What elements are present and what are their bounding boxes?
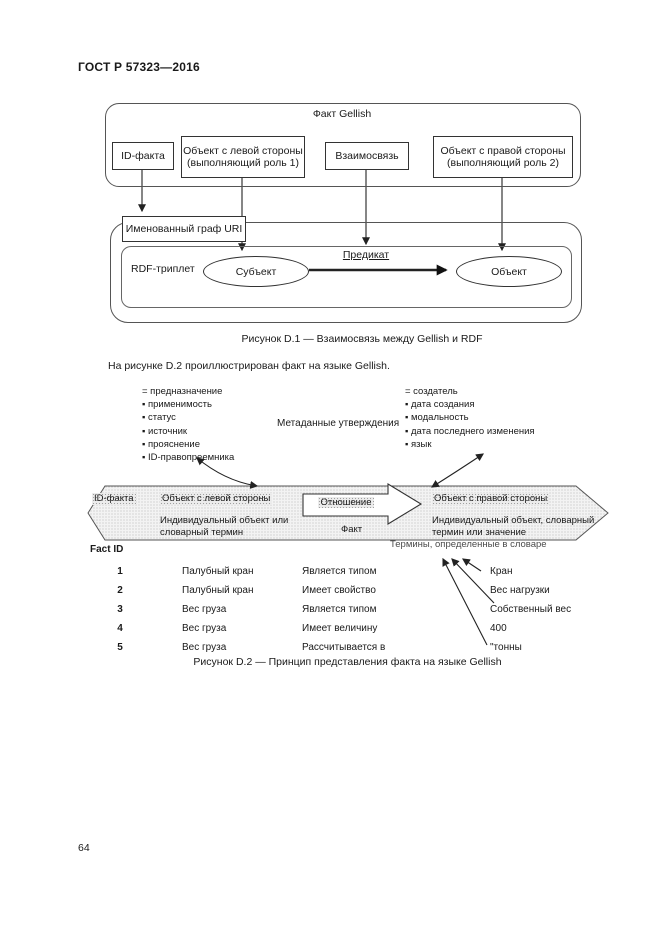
table-row: 4 Вес груза Имеет величину 400 xyxy=(0,623,661,637)
relation-label-text: Отношение xyxy=(318,497,374,508)
band-relation-label: Отношение xyxy=(306,497,386,509)
row-id: 2 xyxy=(117,585,123,596)
list-item: = предназначение xyxy=(142,386,223,397)
right-object-line2: (выполняющий роль 2) xyxy=(447,157,559,169)
row-value: Собственный вес xyxy=(490,604,572,615)
left-metadata-list: = предназначение ▪ применимость ▪ статус… xyxy=(142,385,234,464)
band-left-object-subtext: Индивидуальный объект или словарный терм… xyxy=(160,515,325,538)
named-graph-box: Именованный граф URI xyxy=(122,216,246,242)
row-relation: Является типом xyxy=(302,566,377,577)
page-number: 64 xyxy=(78,842,90,854)
list-item: ▪ модальность xyxy=(405,412,469,424)
left-object-line2: (выполняющий роль 1) xyxy=(187,157,299,169)
list-item: ▪ источник xyxy=(142,425,188,437)
list-item: ▪ статус xyxy=(142,412,176,424)
dictionary-pointer-arrow xyxy=(442,557,488,646)
list-item: = создатель xyxy=(405,386,458,397)
document-number: ГОСТ Р 57323—2016 xyxy=(78,60,200,74)
band-right-object-header: Объект с правой стороны xyxy=(432,493,550,505)
list-item: ▪ дата создания xyxy=(405,399,475,411)
row-relation: Имеет свойство xyxy=(302,585,376,596)
right-object-line1: Объект с правой стороны xyxy=(440,145,566,157)
curved-double-arrow-right xyxy=(430,453,484,488)
right-sub-line2: термин или значение xyxy=(432,526,527,538)
row-relation: Имеет величину xyxy=(302,623,378,634)
list-item: ▪ прояснение xyxy=(142,438,200,450)
row-object: Вес груза xyxy=(182,623,227,634)
subject-ellipse: Субъект xyxy=(203,256,309,287)
right-sub-line1: Индивидуальный объект, словарный xyxy=(432,515,595,526)
dictionary-terms-note: Термины, определенные в словаре xyxy=(390,539,547,550)
band-left-object-header: Объект с левой стороны xyxy=(160,493,273,505)
row-value: Кран xyxy=(490,566,513,577)
table-row: 5 Вес груза Рассчитывается в "тонны xyxy=(0,642,661,656)
row-relation: Рассчитывается в xyxy=(302,642,386,653)
band-fact-label: Факт xyxy=(341,524,363,535)
row-value: "тонны xyxy=(490,642,522,653)
row-id: 3 xyxy=(117,604,123,615)
left-sub-line2: словарный термин xyxy=(160,526,244,538)
named-graph-frame xyxy=(110,222,582,323)
table-row: 3 Вес груза Является типом Собственный в… xyxy=(0,604,661,618)
curved-double-arrow-left xyxy=(196,457,259,489)
predicate-label: Предикат xyxy=(342,249,390,261)
row-relation: Является типом xyxy=(302,604,377,615)
row-object: Палубный кран xyxy=(182,566,254,577)
row-object: Вес груза xyxy=(182,604,227,615)
row-id: 5 xyxy=(117,642,123,653)
left-object-box: Объект с левой стороны (выполняющий роль… xyxy=(181,136,305,178)
relation-box: Взаимосвязь xyxy=(325,142,409,170)
left-sub-line1: Индивидуальный объект или xyxy=(160,515,289,526)
row-id: 4 xyxy=(117,623,123,634)
gellish-fact-frame xyxy=(105,103,581,187)
statement-metadata-label: Метаданные утверждения xyxy=(277,418,400,429)
list-item: ▪ дата последнего изменения xyxy=(405,425,535,437)
fact-id-box: ID-факта xyxy=(112,142,174,170)
object-ellipse: Объект xyxy=(456,256,562,287)
table-row: 2 Палубный кран Имеет свойство Вес нагру… xyxy=(0,585,661,599)
list-item: ▪ ID-правопреемника xyxy=(142,452,235,464)
figure-d1-caption: Рисунок D.1 — Взаимосвязь между Gellish … xyxy=(241,333,483,345)
fact-id-column-label: Fact ID xyxy=(90,544,124,555)
band-fact-id-label: ID-факта xyxy=(92,493,136,505)
row-value: Вес нагрузки xyxy=(490,585,550,596)
rdf-triple-frame xyxy=(121,246,572,308)
right-metadata-list: = создатель ▪ дата создания ▪ модальност… xyxy=(405,385,535,451)
body-paragraph: На рисунке D.2 проиллюстрирован факт на … xyxy=(108,360,390,372)
list-item: ▪ применимость xyxy=(142,399,212,411)
fig-d2-arrows xyxy=(196,453,495,646)
row-value: 400 xyxy=(490,623,507,634)
row-object: Вес груза xyxy=(182,642,227,653)
row-id: 1 xyxy=(117,566,123,577)
list-item: ▪ язык xyxy=(405,438,432,450)
dictionary-pointer-arrow xyxy=(451,558,495,604)
table-row: 1 Палубный кран Является типом Кран xyxy=(0,566,661,580)
rdf-triple-label: RDF-триплет xyxy=(131,263,195,275)
dictionary-pointer-arrow xyxy=(462,558,482,572)
band-right-object-subtext: Индивидуальный объект, словарный термин … xyxy=(432,515,607,538)
gellish-fact-title: Факт Gellish xyxy=(312,108,372,120)
figure-d2-caption: Рисунок D.2 — Принцип представления факт… xyxy=(193,656,502,668)
left-object-line1: Объект с левой стороны xyxy=(183,145,303,157)
row-object: Палубный кран xyxy=(182,585,254,596)
right-object-box: Объект с правой стороны (выполняющий рол… xyxy=(433,136,573,178)
